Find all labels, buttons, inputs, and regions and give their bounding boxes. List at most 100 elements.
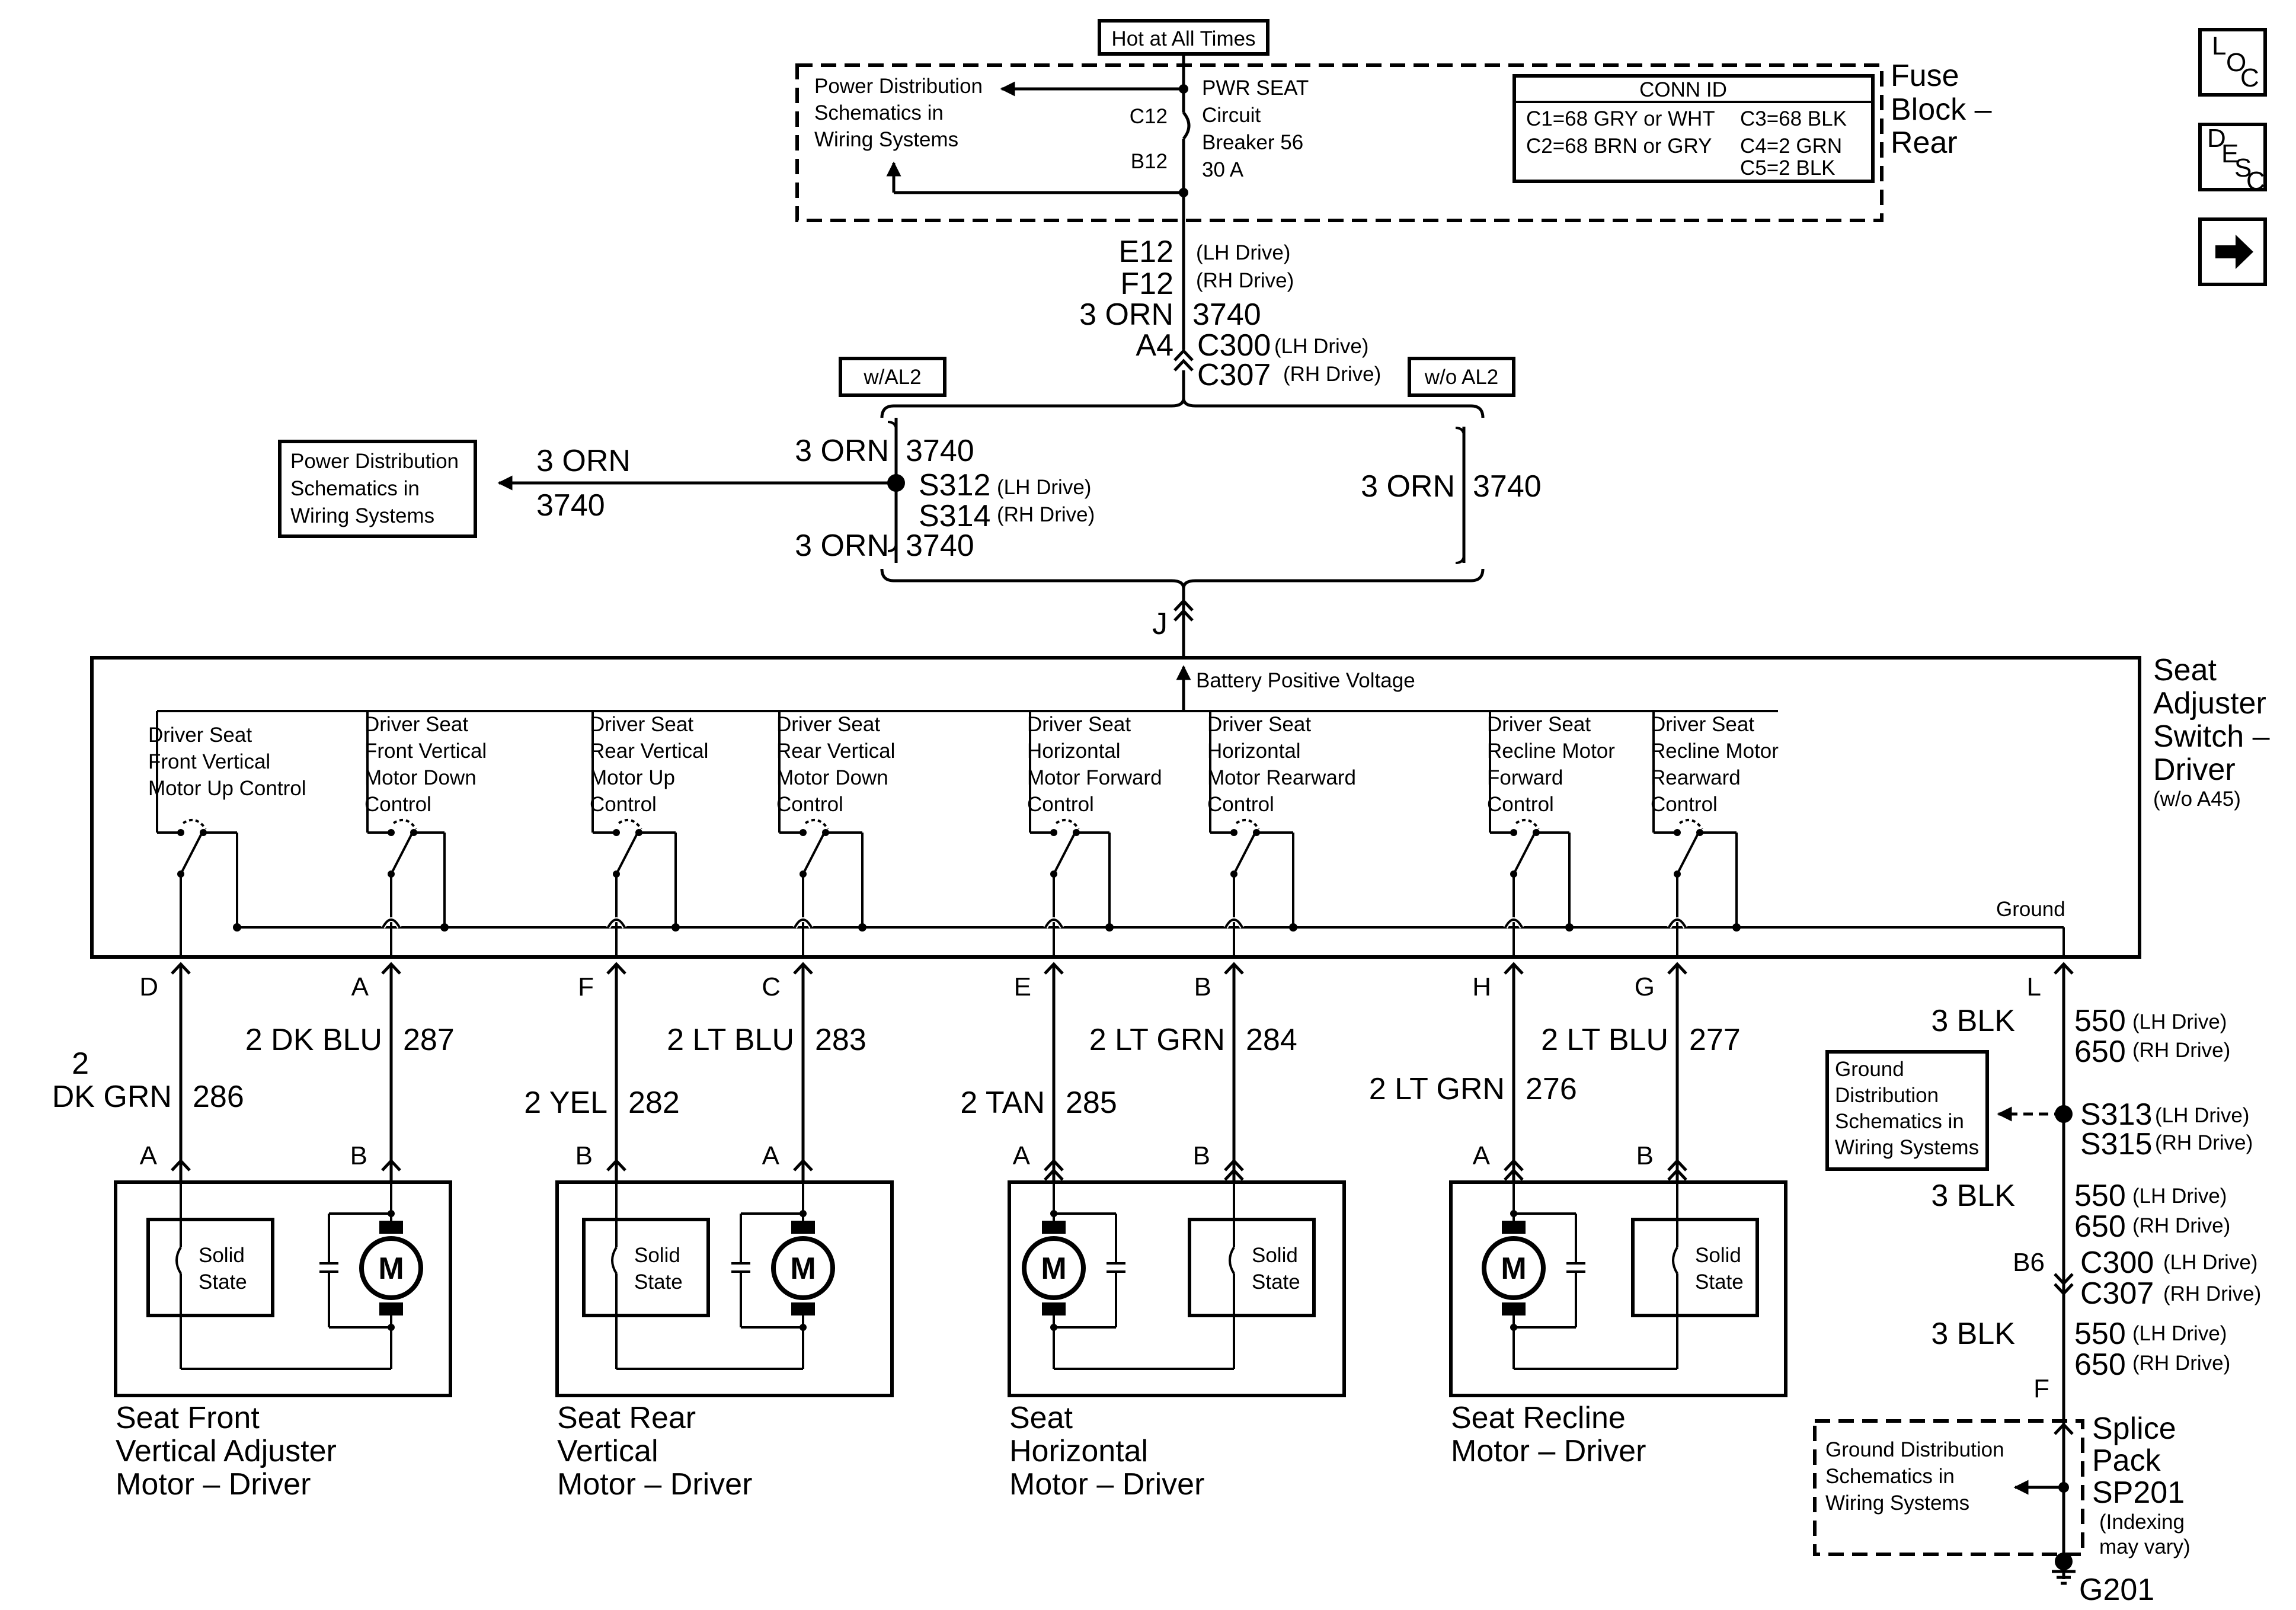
svg-text:(RH Drive): (RH Drive) [2132,1352,2230,1375]
svg-text:(RH Drive): (RH Drive) [997,503,1095,526]
svg-text:C307: C307 [2080,1276,2154,1311]
svg-text:SP201: SP201 [2092,1475,2185,1510]
svg-text:Ground: Ground [1996,898,2065,921]
switch-label-line: Control [1207,793,1274,816]
svg-text:3 ORN: 3 ORN [1079,297,1173,332]
svg-text:3740: 3740 [536,488,605,523]
next-page-button[interactable] [2198,217,2267,286]
switch-label-line: Driver Seat [1651,713,1754,736]
switch-label-line: Driver Seat [364,713,468,736]
svg-text:Solid: Solid [634,1244,680,1267]
svg-text:550: 550 [2074,1317,2126,1351]
svg-text:550: 550 [2074,1004,2126,1038]
svg-text:(RH Drive): (RH Drive) [2163,1282,2261,1305]
svg-text:3 ORN: 3 ORN [795,529,889,563]
switch-label-line: Control [1487,793,1554,816]
svg-text:may vary): may vary) [2099,1535,2191,1558]
switch-label-line: Recline Motor [1651,740,1779,763]
switch-label-line: Control [1651,793,1718,816]
svg-text:C307: C307 [1197,358,1271,392]
svg-text:Splice: Splice [2092,1411,2176,1446]
svg-text:282: 282 [628,1086,680,1120]
svg-text:B: B [575,1141,593,1170]
solid-state-block [582,1218,710,1317]
svg-text:A: A [1013,1141,1031,1170]
loc-button[interactable]: L O C [2198,28,2267,97]
svg-text:A: A [351,972,369,1001]
svg-text:650: 650 [2074,1035,2126,1069]
switch-label-line: Driver Seat [148,724,252,747]
svg-text:3 BLK: 3 BLK [1931,1179,2015,1213]
ground-circuit: 3 BLK 550 (LH Drive) 650 (RH Drive) Grou… [1813,966,2261,1607]
svg-text:C300: C300 [2080,1246,2154,1280]
switch-label-line: Driver Seat [1207,713,1311,736]
solid-state-block [1631,1218,1759,1317]
svg-text:w/o AL2: w/o AL2 [1424,366,1499,389]
svg-text:S312: S312 [919,468,990,502]
svg-text:(LH Drive): (LH Drive) [2163,1251,2257,1274]
svg-text:3 BLK: 3 BLK [1931,1004,2015,1038]
desc-button[interactable]: D E S C [2198,123,2267,196]
svg-text:C: C [762,972,781,1001]
svg-text:2 DK BLU: 2 DK BLU [245,1023,382,1057]
svg-text:3 ORN: 3 ORN [795,434,889,468]
switch-label-line: Driver Seat [590,713,693,736]
svg-text:CONN ID: CONN ID [1639,78,1727,101]
svg-text:Power Distribution: Power Distribution [814,75,983,98]
svg-text:PWR SEAT: PWR SEAT [1202,76,1309,100]
svg-text:Schematics in: Schematics in [290,477,420,500]
svg-text:(Indexing: (Indexing [2099,1510,2185,1534]
svg-text:2 YEL: 2 YEL [524,1086,607,1120]
svg-text:Breaker 56: Breaker 56 [1202,131,1303,154]
c300-connector [1173,348,1194,372]
svg-text:Hot at All Times: Hot at All Times [1111,27,1255,50]
svg-text:S315: S315 [2080,1127,2152,1161]
svg-text:F12: F12 [1120,267,1173,301]
svg-text:Switch –: Switch – [2153,719,2270,754]
svg-text:(w/o A45): (w/o A45) [2153,788,2241,811]
ground-g201-icon [2052,1570,2076,1585]
switch-label-line: Motor Up Control [148,777,306,800]
switch-label-line: Motor Down [776,766,888,789]
switch-label-line: Control [364,793,431,816]
svg-text:Seat: Seat [1009,1401,1073,1435]
svg-text:DK GRN: DK GRN [52,1080,172,1114]
svg-text:(LH Drive): (LH Drive) [2132,1322,2227,1345]
svg-text:(LH Drive): (LH Drive) [2132,1185,2227,1208]
svg-text:G: G [1635,972,1655,1001]
pd-schematics-left-ref[interactable]: Power Distribution Schematics in Wiring … [278,440,477,538]
svg-text:M: M [1501,1251,1526,1286]
svg-text:3740: 3740 [906,434,974,468]
svg-text:Solid: Solid [1695,1244,1741,1267]
svg-text:Pack: Pack [2092,1443,2161,1478]
svg-text:Seat Rear: Seat Rear [557,1401,696,1435]
svg-text:C2=68 BRN or GRY: C2=68 BRN or GRY [1526,135,1712,158]
output-pin-L: L [2027,962,2074,1001]
ground-distribution-ref[interactable]: Ground Distribution Schematics in Wiring… [1825,1050,1989,1171]
svg-text:3 ORN: 3 ORN [1361,469,1455,504]
svg-text:Wiring Systems: Wiring Systems [814,128,958,151]
motor-icon [771,1236,835,1300]
j-connector [1173,598,1194,622]
svg-text:L: L [2027,972,2041,1001]
svg-text:F: F [578,972,594,1001]
svg-text:550: 550 [2074,1179,2126,1213]
switch-label-line: Front Vertical [364,740,487,763]
svg-text:Block –: Block – [1891,92,1992,127]
svg-text:(LH Drive): (LH Drive) [2155,1104,2249,1127]
svg-text:C300: C300 [1197,328,1271,363]
svg-text:2 LT GRN: 2 LT GRN [1089,1023,1225,1057]
svg-text:C12: C12 [1130,105,1168,128]
pd-schematics-ref[interactable]: Power Distribution Schematics in Wiring … [814,75,983,151]
motor-icon [1022,1236,1086,1300]
svg-text:B6: B6 [2013,1248,2045,1277]
